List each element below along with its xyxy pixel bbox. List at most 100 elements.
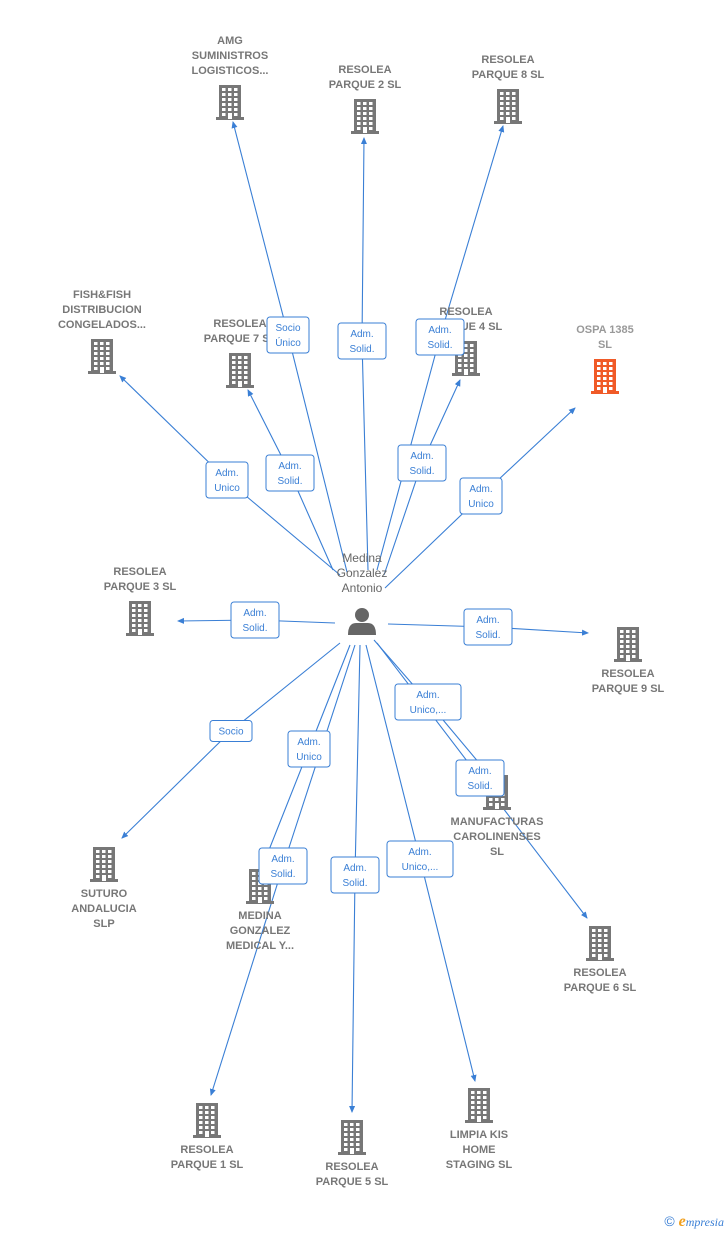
edge-label-medinamedical[interactable]: Adm. Unico xyxy=(287,730,331,768)
company-label: RESOLEA xyxy=(213,318,266,330)
edge-label-text: Adm. xyxy=(243,608,266,619)
company-label: RESOLEA xyxy=(325,1161,378,1173)
edge-label-text: Adm. xyxy=(416,690,439,701)
copyright-symbol: © xyxy=(664,1213,675,1229)
building-icon[interactable] xyxy=(216,85,244,120)
edge-label-text: Solid. xyxy=(270,869,295,880)
edge-label-parque3[interactable]: Adm.Solid. xyxy=(230,601,280,639)
company-label: MEDINA xyxy=(238,910,281,922)
company-label: SUMINISTROS xyxy=(192,50,268,62)
company-label: RESOLEA xyxy=(338,64,391,76)
company-label: FISH&FISH xyxy=(73,289,131,301)
company-node-fishfish[interactable]: FISH&FISHDISTRIBUCIONCONGELADOS... xyxy=(58,289,146,374)
edge-label-fishfish[interactable]: Adm.Unico xyxy=(205,461,249,499)
company-label: HOME xyxy=(463,1144,496,1156)
edges-layer xyxy=(119,121,589,1113)
company-label: MANUFACTURAS xyxy=(451,816,544,828)
edge-label-limpia[interactable]: Adm. Unico,... xyxy=(386,840,454,878)
company-label: RESOLEA xyxy=(113,566,166,578)
company-label: PARQUE 9 SL xyxy=(592,683,665,695)
edge-label-parque4[interactable]: Adm. Solid. xyxy=(397,444,447,482)
edge-label-text: Adm. xyxy=(408,847,431,858)
company-label: STAGING SL xyxy=(446,1159,513,1171)
company-label: GONZALEZ xyxy=(230,925,291,937)
edge-label-text: Adm. xyxy=(476,615,499,626)
company-label: RESOLEA xyxy=(180,1144,233,1156)
company-node-suturo[interactable]: SUTURO ANDALUCIA SLP xyxy=(71,847,137,930)
building-icon[interactable] xyxy=(338,1120,366,1155)
building-icon[interactable] xyxy=(591,359,619,394)
edge-label-text: Solid. xyxy=(342,878,367,889)
company-label: PARQUE 2 SL xyxy=(329,79,402,91)
edge-label-text: Adm. xyxy=(468,766,491,777)
company-label: SUTURO xyxy=(81,888,128,900)
building-icon[interactable] xyxy=(494,89,522,124)
building-icon[interactable] xyxy=(226,353,254,388)
edge-label-parque9[interactable]: Adm. Solid. xyxy=(463,608,513,646)
edge-label-manufacturas[interactable]: Adm.Unico,... xyxy=(394,683,462,721)
building-icon[interactable] xyxy=(193,1103,221,1138)
company-label: SL xyxy=(598,339,612,351)
edge-label-text: Adm. xyxy=(469,484,492,495)
edge-label-parque2[interactable]: Adm.Solid. xyxy=(337,322,387,360)
company-label: PARQUE 8 SL xyxy=(472,69,545,81)
edge-label-ospa[interactable]: Adm. Unico xyxy=(459,477,503,515)
edge-label-text: Solid. xyxy=(427,340,452,351)
center-name-label: Gonzalez xyxy=(337,566,388,580)
company-label: OSPA 1385 xyxy=(576,324,633,336)
company-label: RESOLEA xyxy=(439,306,492,318)
edge-label-text: Solid. xyxy=(475,630,500,641)
edge-label-parque8[interactable]: Adm.Solid. xyxy=(415,318,465,356)
person-icon xyxy=(348,608,376,635)
edge-label-parque1[interactable]: Adm. Solid. xyxy=(258,847,308,885)
building-icon[interactable] xyxy=(90,847,118,882)
edge-label-text: Solid. xyxy=(349,344,374,355)
edge-label-text: Adm. xyxy=(278,461,301,472)
company-label: LOGISTICOS... xyxy=(191,65,268,77)
edge-label-parque5[interactable]: Adm. Solid. xyxy=(330,856,380,894)
edge-label-text: Unico xyxy=(296,752,322,763)
brand-logo: empresia xyxy=(678,1213,724,1230)
company-node-parque3[interactable]: RESOLEA PARQUE 3 SL xyxy=(104,566,177,636)
company-label: PARQUE 3 SL xyxy=(104,581,177,593)
edge-label-text: Adm. xyxy=(297,737,320,748)
edge-label-text: Solid. xyxy=(409,466,434,477)
company-node-parque2[interactable]: RESOLEA PARQUE 2 SL xyxy=(329,64,402,134)
building-icon[interactable] xyxy=(126,601,154,636)
edge-label-parque7[interactable]: Adm.Solid. xyxy=(265,454,315,492)
edge-label-text: Unico xyxy=(468,499,494,510)
edge-labels-layer: SocioÚnicoAdm.Solid.Adm.Solid.Adm.UnicoA… xyxy=(205,316,513,894)
edge-label-text: Adm. xyxy=(343,863,366,874)
center-name-label: Medina xyxy=(342,551,382,565)
building-icon[interactable] xyxy=(465,1088,493,1123)
edge-label-text: Adm. xyxy=(271,854,294,865)
building-icon[interactable] xyxy=(88,339,116,374)
building-icon[interactable] xyxy=(614,627,642,662)
company-label: PARQUE 6 SL xyxy=(564,982,637,994)
edge-label-text: Adm. xyxy=(410,451,433,462)
footer-brand[interactable]: ©empresia xyxy=(664,1213,724,1231)
edge-label-text: Unico xyxy=(214,483,240,494)
company-label: ANDALUCIA xyxy=(71,903,136,915)
edge-label-text: Unico,... xyxy=(402,862,439,873)
building-icon[interactable] xyxy=(586,926,614,961)
edge-label-text: Socio xyxy=(218,727,243,738)
edge-label-suturo[interactable]: Socio xyxy=(209,720,253,742)
company-label: SLP xyxy=(93,918,114,930)
company-label: CONGELADOS... xyxy=(58,319,146,331)
building-icon[interactable] xyxy=(351,99,379,134)
company-node-amg[interactable]: AMGSUMINISTROSLOGISTICOS... xyxy=(191,35,269,120)
edge-label-parque6[interactable]: Adm.Solid. xyxy=(455,759,505,797)
edge-label-text: Socio xyxy=(275,323,300,334)
